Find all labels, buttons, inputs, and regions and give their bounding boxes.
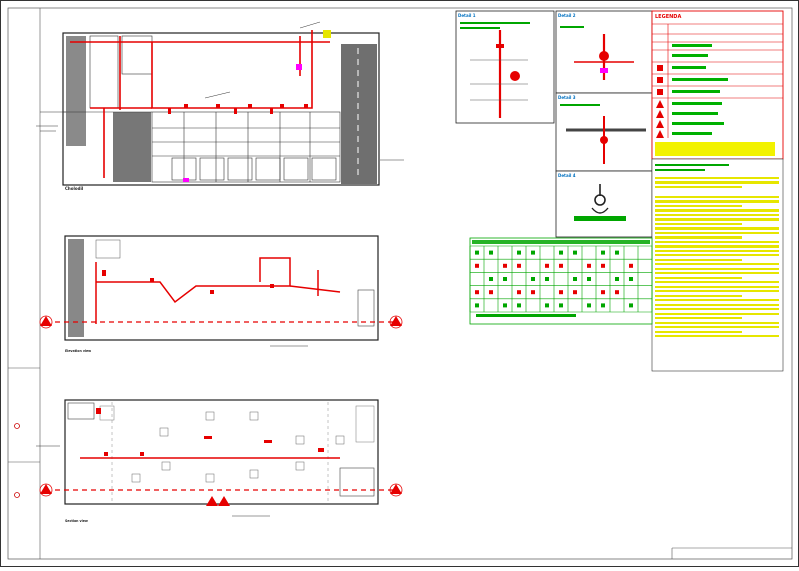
plan-gray-zone-center xyxy=(113,112,151,182)
table-cell-mark xyxy=(601,290,605,295)
binder-hole-top xyxy=(14,423,20,429)
detail-3-title: Detail 3 xyxy=(558,95,576,100)
table-cell-mark xyxy=(475,303,479,308)
plan-view xyxy=(36,21,404,186)
table-cell-mark xyxy=(615,290,619,295)
table-cell-mark xyxy=(573,250,577,255)
table-cell-mark xyxy=(545,277,549,281)
elevation1-pipes xyxy=(95,257,341,324)
detail-box-2 xyxy=(555,10,653,94)
legend-entry-7 xyxy=(672,112,718,115)
table-cell-mark xyxy=(531,277,535,281)
legend-entry-8 xyxy=(672,122,724,125)
table-header xyxy=(472,240,650,244)
detail-2-caption xyxy=(560,26,584,28)
table-cell-mark xyxy=(531,290,535,295)
table-cell-mark xyxy=(601,250,605,255)
table-cell-mark xyxy=(615,250,619,255)
legend-entry-1 xyxy=(672,44,712,47)
table-cell-mark xyxy=(587,277,591,281)
elevation2-label: Section view xyxy=(65,519,88,523)
plan-view-label: Cholodil xyxy=(65,186,84,191)
table-cell-mark xyxy=(489,277,493,281)
detail-3-caption xyxy=(560,104,600,106)
table-cell-mark xyxy=(601,303,605,308)
elevation-view-1 xyxy=(39,235,403,347)
table-cell-mark xyxy=(559,290,563,295)
table-cell-mark xyxy=(629,263,633,268)
plan-pipe-network xyxy=(70,30,330,178)
table-cell-mark xyxy=(475,250,479,255)
detail-4-title: Detail 4 xyxy=(558,173,576,178)
table-cell-mark xyxy=(503,303,507,308)
legend-panel xyxy=(651,10,784,160)
table-cell-mark xyxy=(629,277,633,281)
table-cell-mark xyxy=(517,290,521,295)
table-footer-note xyxy=(476,314,576,317)
legend-note-block xyxy=(655,142,775,156)
legend-entry-4 xyxy=(672,78,728,81)
table-cell-mark xyxy=(475,290,479,295)
detail-box-4 xyxy=(555,170,653,238)
table-cell-mark xyxy=(517,303,521,308)
plan-gray-zone-right xyxy=(341,44,377,184)
table-cell-mark xyxy=(573,290,577,295)
legend-entry-3 xyxy=(672,66,706,69)
table-cell-mark xyxy=(517,263,521,268)
table-cell-mark xyxy=(559,250,563,255)
detail-2-title: Detail 2 xyxy=(558,13,576,18)
notes-header-block xyxy=(655,164,779,192)
legend-entry-2 xyxy=(672,54,708,57)
table-cell-mark xyxy=(587,263,591,268)
table-cell-mark xyxy=(559,303,563,308)
plan-gray-zone-left xyxy=(66,36,86,146)
table-cell-mark xyxy=(489,290,493,295)
detail-1-title: Detail 1 xyxy=(458,13,476,18)
table-cell-mark xyxy=(517,250,521,255)
table-cell-mark xyxy=(629,303,633,308)
detail-1-caption-2 xyxy=(460,27,500,29)
legend-entry-9 xyxy=(672,132,712,135)
table-cell-mark xyxy=(475,263,479,268)
table-cell-mark xyxy=(573,277,577,281)
general-notes-text xyxy=(655,196,779,368)
table-cell-mark xyxy=(559,263,563,268)
table-cell-mark xyxy=(601,263,605,268)
table-cell-mark xyxy=(503,263,507,268)
table-cell-mark xyxy=(503,277,507,281)
detail-1-caption xyxy=(460,22,530,24)
elevation-view-2 xyxy=(36,399,403,517)
table-cell-mark xyxy=(531,250,535,255)
table-cell-mark xyxy=(489,250,493,255)
equipment-table xyxy=(469,237,653,325)
sheet-frame xyxy=(7,7,793,560)
legend-entry-6 xyxy=(672,102,722,105)
table-cell-mark xyxy=(545,263,549,268)
table-cell-mark xyxy=(587,303,591,308)
legend-title: LEGENDA xyxy=(655,14,682,20)
detail-box-1 xyxy=(455,10,555,124)
binder-hole-bottom xyxy=(14,492,20,498)
table-cell-mark xyxy=(615,277,619,281)
legend-entry-5 xyxy=(672,90,720,93)
elevation1-label: Elevation view xyxy=(65,349,92,353)
table-cell-mark xyxy=(545,303,549,308)
